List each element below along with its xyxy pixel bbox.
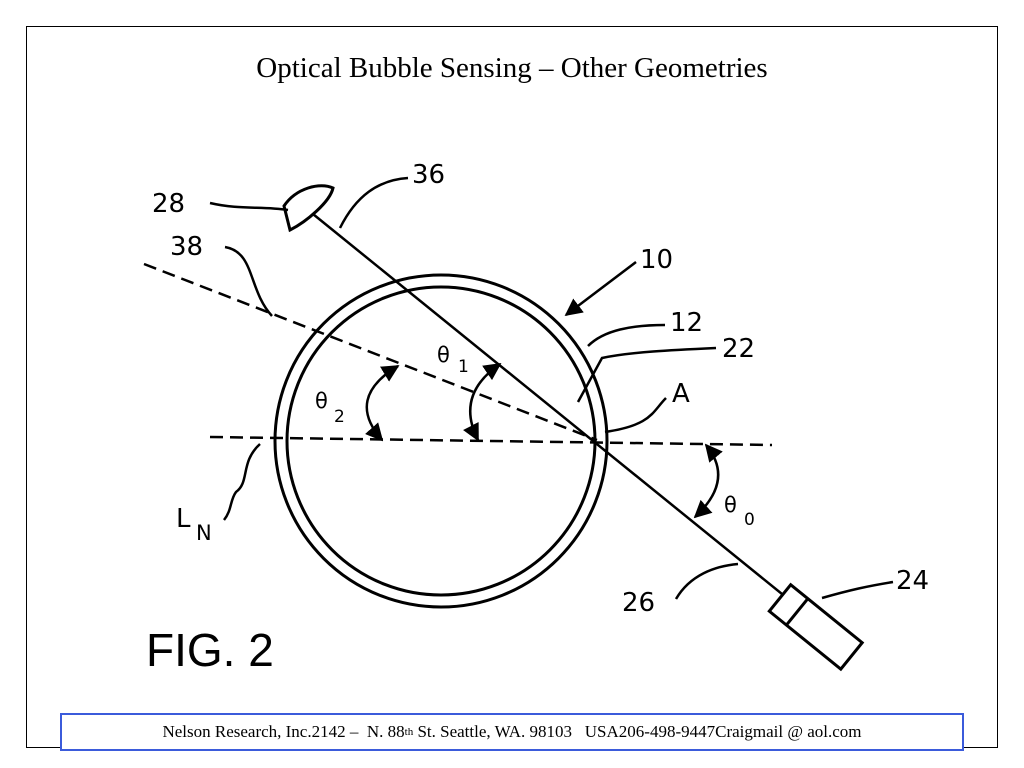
footer-address-suffix: St. Seattle, WA. 98103 USA	[413, 722, 619, 741]
footer-company: Nelson Research, Inc.	[162, 722, 312, 741]
label-theta-0-sub: 0	[744, 510, 755, 530]
label-36: 36	[412, 160, 445, 190]
label-12: 12	[670, 308, 703, 338]
detector-28	[282, 184, 335, 233]
label-normal-line: L	[176, 504, 191, 534]
leader-a	[604, 397, 667, 434]
vessel-outer-wall	[273, 273, 609, 609]
angle-theta-1-arc	[463, 362, 502, 442]
label-theta-2-sub: 2	[334, 407, 345, 427]
normal-line-ln	[209, 435, 773, 447]
footer-phone: 206-498-9447	[618, 722, 716, 741]
slide-title: Optical Bubble Sensing – Other Geometrie…	[256, 52, 768, 84]
label-38: 38	[170, 232, 203, 262]
figure-caption: FIG. 2	[146, 624, 274, 676]
leader-26	[674, 562, 739, 600]
label-22: 22	[722, 334, 755, 364]
leader-22	[576, 346, 717, 403]
footer-address-sup: th	[404, 726, 414, 738]
label-theta-1-sub: 1	[458, 357, 469, 377]
leader-10-arrow	[564, 261, 637, 317]
label-26: 26	[622, 588, 655, 618]
footer-address-prefix: 2142 – N. 88	[311, 722, 405, 741]
leader-12	[587, 323, 666, 347]
label-theta-1: θ	[437, 343, 450, 367]
label-normal-line-sub: N	[196, 521, 212, 545]
leader-24	[821, 580, 894, 600]
label-24: 24	[896, 566, 929, 596]
light-source-24	[767, 582, 865, 672]
footer-email: Craigmail @ aol.com	[715, 722, 862, 741]
light-ray-36-26	[307, 209, 783, 595]
refracted-ray-38	[143, 262, 598, 442]
label-point-a: A	[672, 379, 690, 409]
label-10: 10	[640, 245, 673, 275]
angle-theta-0-arc	[693, 443, 723, 519]
leader-28	[209, 201, 289, 212]
label-theta-2: θ	[315, 389, 328, 413]
label-28: 28	[152, 189, 185, 219]
label-theta-0: θ	[724, 493, 737, 517]
leader-36	[338, 176, 409, 229]
leader-38	[224, 245, 273, 317]
angle-theta-2-arc	[365, 364, 400, 442]
leader-ln	[222, 443, 261, 521]
